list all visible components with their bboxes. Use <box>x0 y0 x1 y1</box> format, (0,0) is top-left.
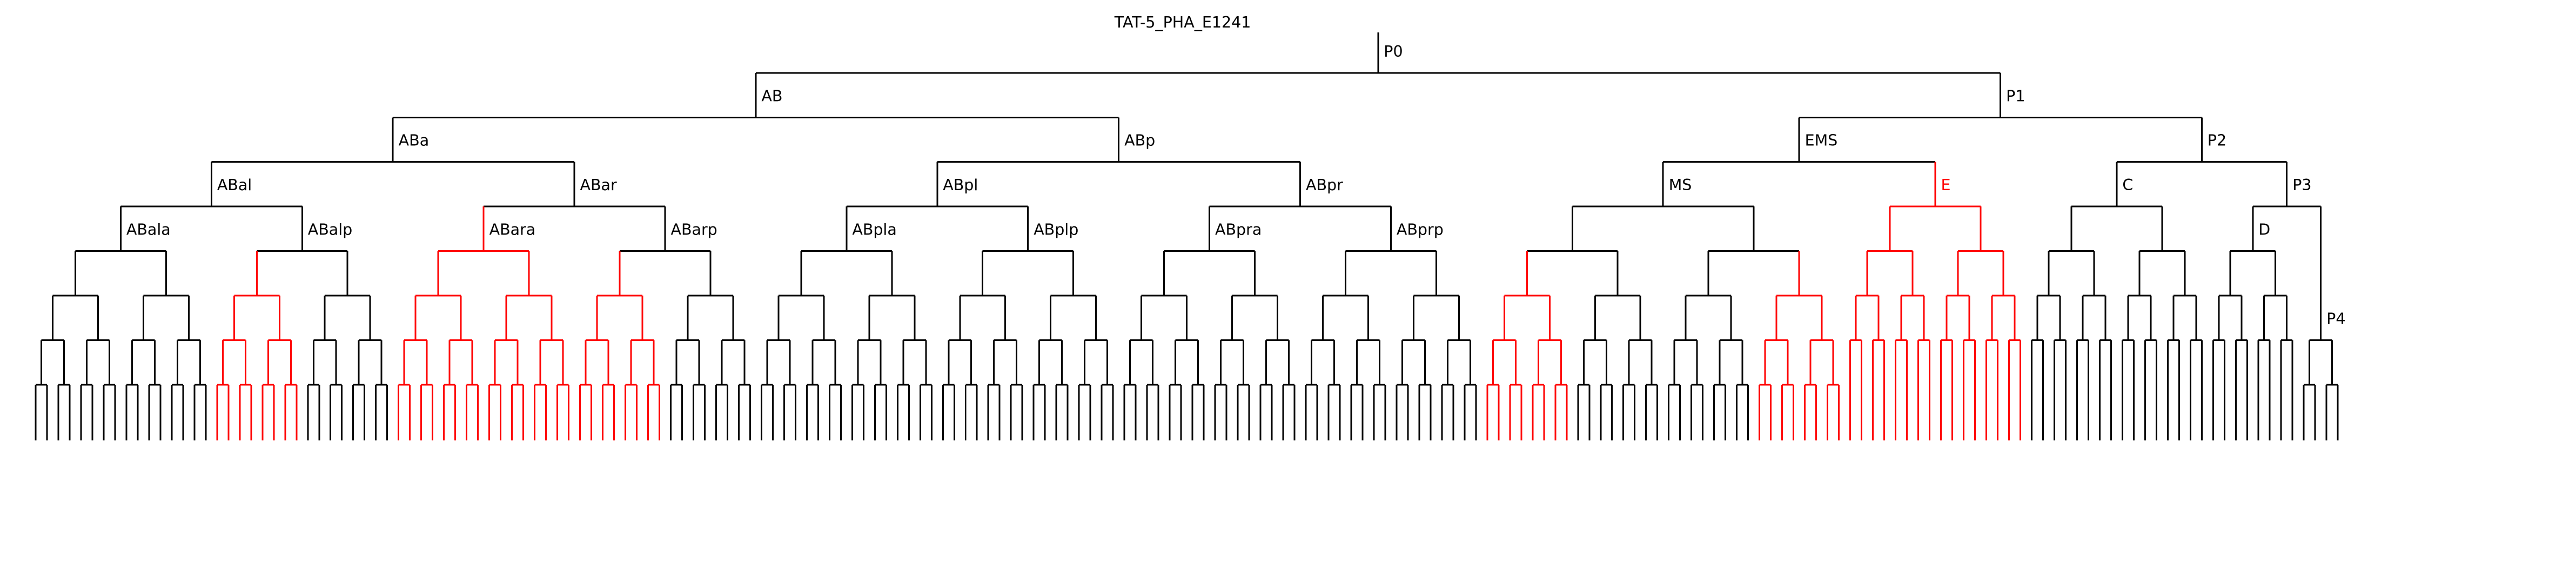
lineage-node-label-ABprp: ABprp <box>1397 221 1444 239</box>
lineage-node-label-ABpl: ABpl <box>943 176 978 194</box>
lineage-node-label-ABal: ABal <box>217 176 252 194</box>
lineage-node-label-EMS: EMS <box>1805 132 1838 150</box>
lineage-node-label-ABa: ABa <box>399 132 429 150</box>
lineage-node-label-MS: MS <box>1669 176 1692 194</box>
lineage-tree <box>35 32 2339 441</box>
diagram-title: TAT-5_PHA_E1241 <box>1114 14 1251 31</box>
lineage-node-label-P3: P3 <box>2292 176 2311 194</box>
lineage-node-label-P1: P1 <box>2006 87 2025 105</box>
lineage-node-label-E: E <box>1941 176 1950 194</box>
lineage-node-label-ABp: ABp <box>1124 132 1155 150</box>
lineage-node-label-P0: P0 <box>1384 43 1403 61</box>
lineage-node-label-C: C <box>2122 176 2133 194</box>
lineage-node-label-P4: P4 <box>2326 310 2345 327</box>
lineage-node-label-ABpla: ABpla <box>852 221 896 239</box>
lineage-node-label-ABala: ABala <box>126 221 171 239</box>
lineage-node-label-P2: P2 <box>2208 132 2226 150</box>
lineage-node-label-AB: AB <box>761 87 782 105</box>
lineage-node-label-ABpr: ABpr <box>1306 176 1343 194</box>
lineage-node-label-ABalp: ABalp <box>308 221 352 239</box>
lineage-node-label-ABplp: ABplp <box>1034 221 1078 239</box>
lineage-node-label-ABara: ABara <box>489 221 536 239</box>
lineage-node-label-ABarp: ABarp <box>670 221 717 239</box>
lineage-node-label-ABar: ABar <box>580 176 617 194</box>
lineage-node-label-ABpra: ABpra <box>1215 221 1262 239</box>
lineage-node-label-D: D <box>2258 221 2270 239</box>
